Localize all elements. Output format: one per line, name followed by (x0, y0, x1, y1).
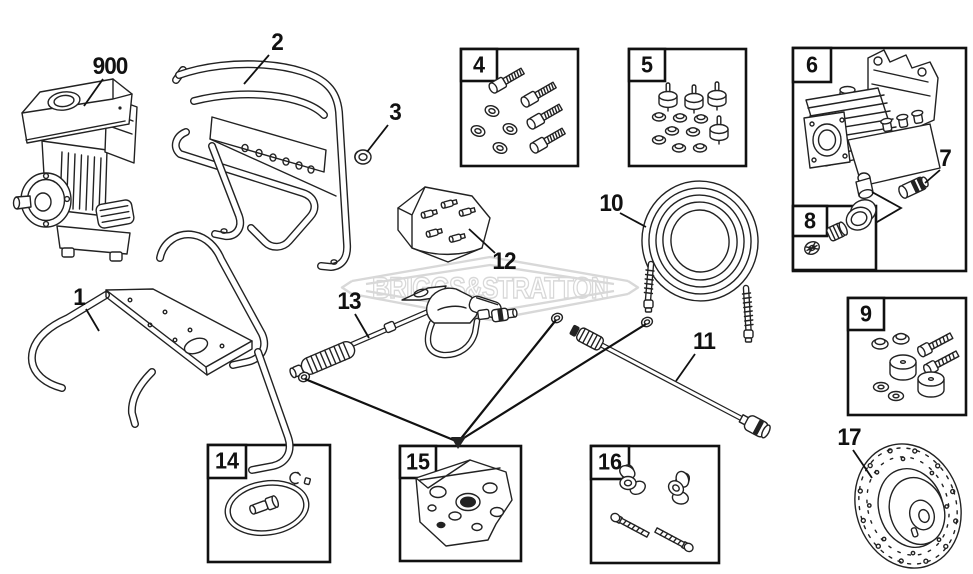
callout-engine: 900 (92, 53, 129, 80)
kit-number-14: 14 (214, 447, 240, 474)
wand-drawing (569, 324, 771, 439)
callout-outlet-fitting: 7 (939, 145, 952, 172)
callout-handle-frame: 2 (271, 29, 284, 56)
kit-box-4-number-cell (459, 47, 499, 83)
callout-base-frame: 1 (73, 284, 86, 311)
inlet-kit-drawing (791, 191, 903, 272)
grommet-drawing (354, 149, 372, 165)
kit-number-15: 15 (405, 448, 431, 475)
bolt-kit-drawing (470, 67, 566, 154)
leader-lines (83, 54, 941, 479)
gun-drawing (289, 285, 518, 379)
wheel-drawing (854, 443, 962, 569)
kit-box-14-number-cell (206, 443, 248, 480)
kit-number-16: 16 (597, 448, 623, 475)
nozzle-kit-drawing (397, 186, 491, 263)
kit-box-9-number-cell (846, 296, 886, 332)
kit-number-4: 4 (472, 51, 486, 78)
pump-drawing (803, 49, 941, 199)
base-frame-drawing (27, 230, 294, 474)
hose-drawing (641, 180, 759, 343)
callout-gun: 13 (337, 288, 361, 315)
oring-drawings (297, 312, 654, 383)
kit-number-6: 6 (805, 51, 819, 78)
seal-kit-drawing (304, 319, 647, 547)
isolator-kit-drawing (651, 81, 729, 153)
kit-number-8: 8 (803, 207, 817, 234)
kit-box-5-number-cell (627, 47, 667, 83)
handle-frame-drawing (171, 60, 352, 271)
pump-hardware-kit-drawing (871, 332, 960, 402)
engine-drawing (12, 78, 138, 262)
callout-nozzle-kit: 12 (492, 248, 516, 275)
kit-box-6-number-cell (791, 46, 833, 84)
callout-grommet: 3 (389, 99, 402, 126)
kit-number-5: 5 (640, 51, 654, 78)
kit-number-9: 9 (859, 300, 873, 327)
knob-kit-drawing (610, 464, 694, 553)
callout-wand: 11 (693, 328, 716, 355)
callout-hose: 10 (599, 190, 623, 217)
callout-wheel: 17 (837, 424, 861, 451)
oring-kit-drawing (224, 471, 312, 537)
